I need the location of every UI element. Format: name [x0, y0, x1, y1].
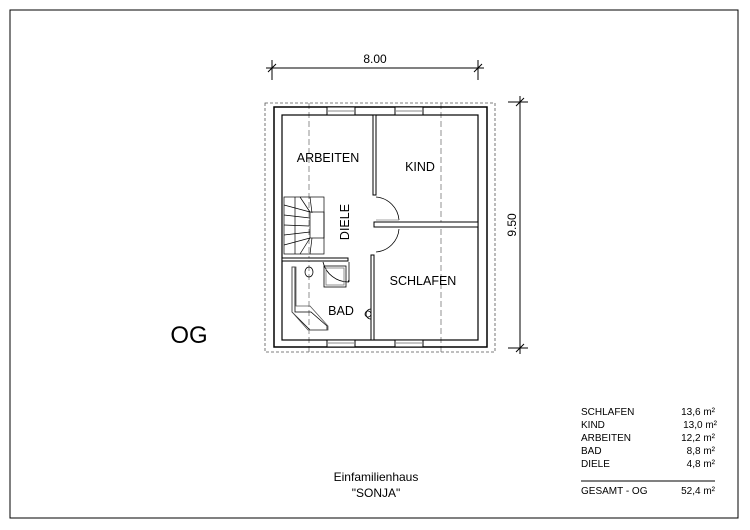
area-value: 13,6 m²	[681, 407, 715, 418]
bathroom-fixtures	[291, 265, 372, 331]
dimension-depth	[508, 96, 528, 354]
staircase	[283, 196, 325, 255]
drawing-frame	[9, 9, 739, 519]
walls	[273, 106, 488, 348]
dimension-width	[266, 60, 484, 80]
area-room: KIND	[581, 420, 605, 431]
room-label-bad: BAD	[328, 304, 354, 318]
area-room: ARBEITEN	[581, 433, 632, 444]
knee-wall-lines	[308, 103, 442, 352]
depth-label: 9.50	[505, 213, 519, 237]
title-line-2: "SONJA"	[352, 486, 401, 500]
room-label-kind: KIND	[405, 160, 435, 174]
room-label-schlafen: SCHLAFEN	[390, 274, 457, 288]
area-room: DIELE	[581, 459, 610, 470]
area-value: 4,8 m²	[686, 459, 715, 470]
total-value: 52,4 m²	[681, 486, 715, 497]
area-value: 8,8 m²	[686, 446, 715, 457]
area-value: 13,0 m²	[683, 420, 717, 431]
room-label-arbeiten: ARBEITEN	[297, 151, 360, 165]
windows	[326, 106, 424, 348]
room-label-diele: DIELE	[338, 204, 352, 240]
area-room: SCHLAFEN	[581, 407, 635, 418]
total-label: GESAMT - OG	[581, 486, 648, 497]
doors	[322, 196, 400, 283]
roof-outline	[264, 102, 496, 353]
area-value: 12,2 m²	[681, 433, 715, 444]
width-label: 8.00	[363, 52, 387, 66]
floor-label: OG	[170, 322, 207, 349]
area-room: BAD	[581, 446, 602, 457]
title-line-1: Einfamilienhaus	[334, 470, 419, 484]
